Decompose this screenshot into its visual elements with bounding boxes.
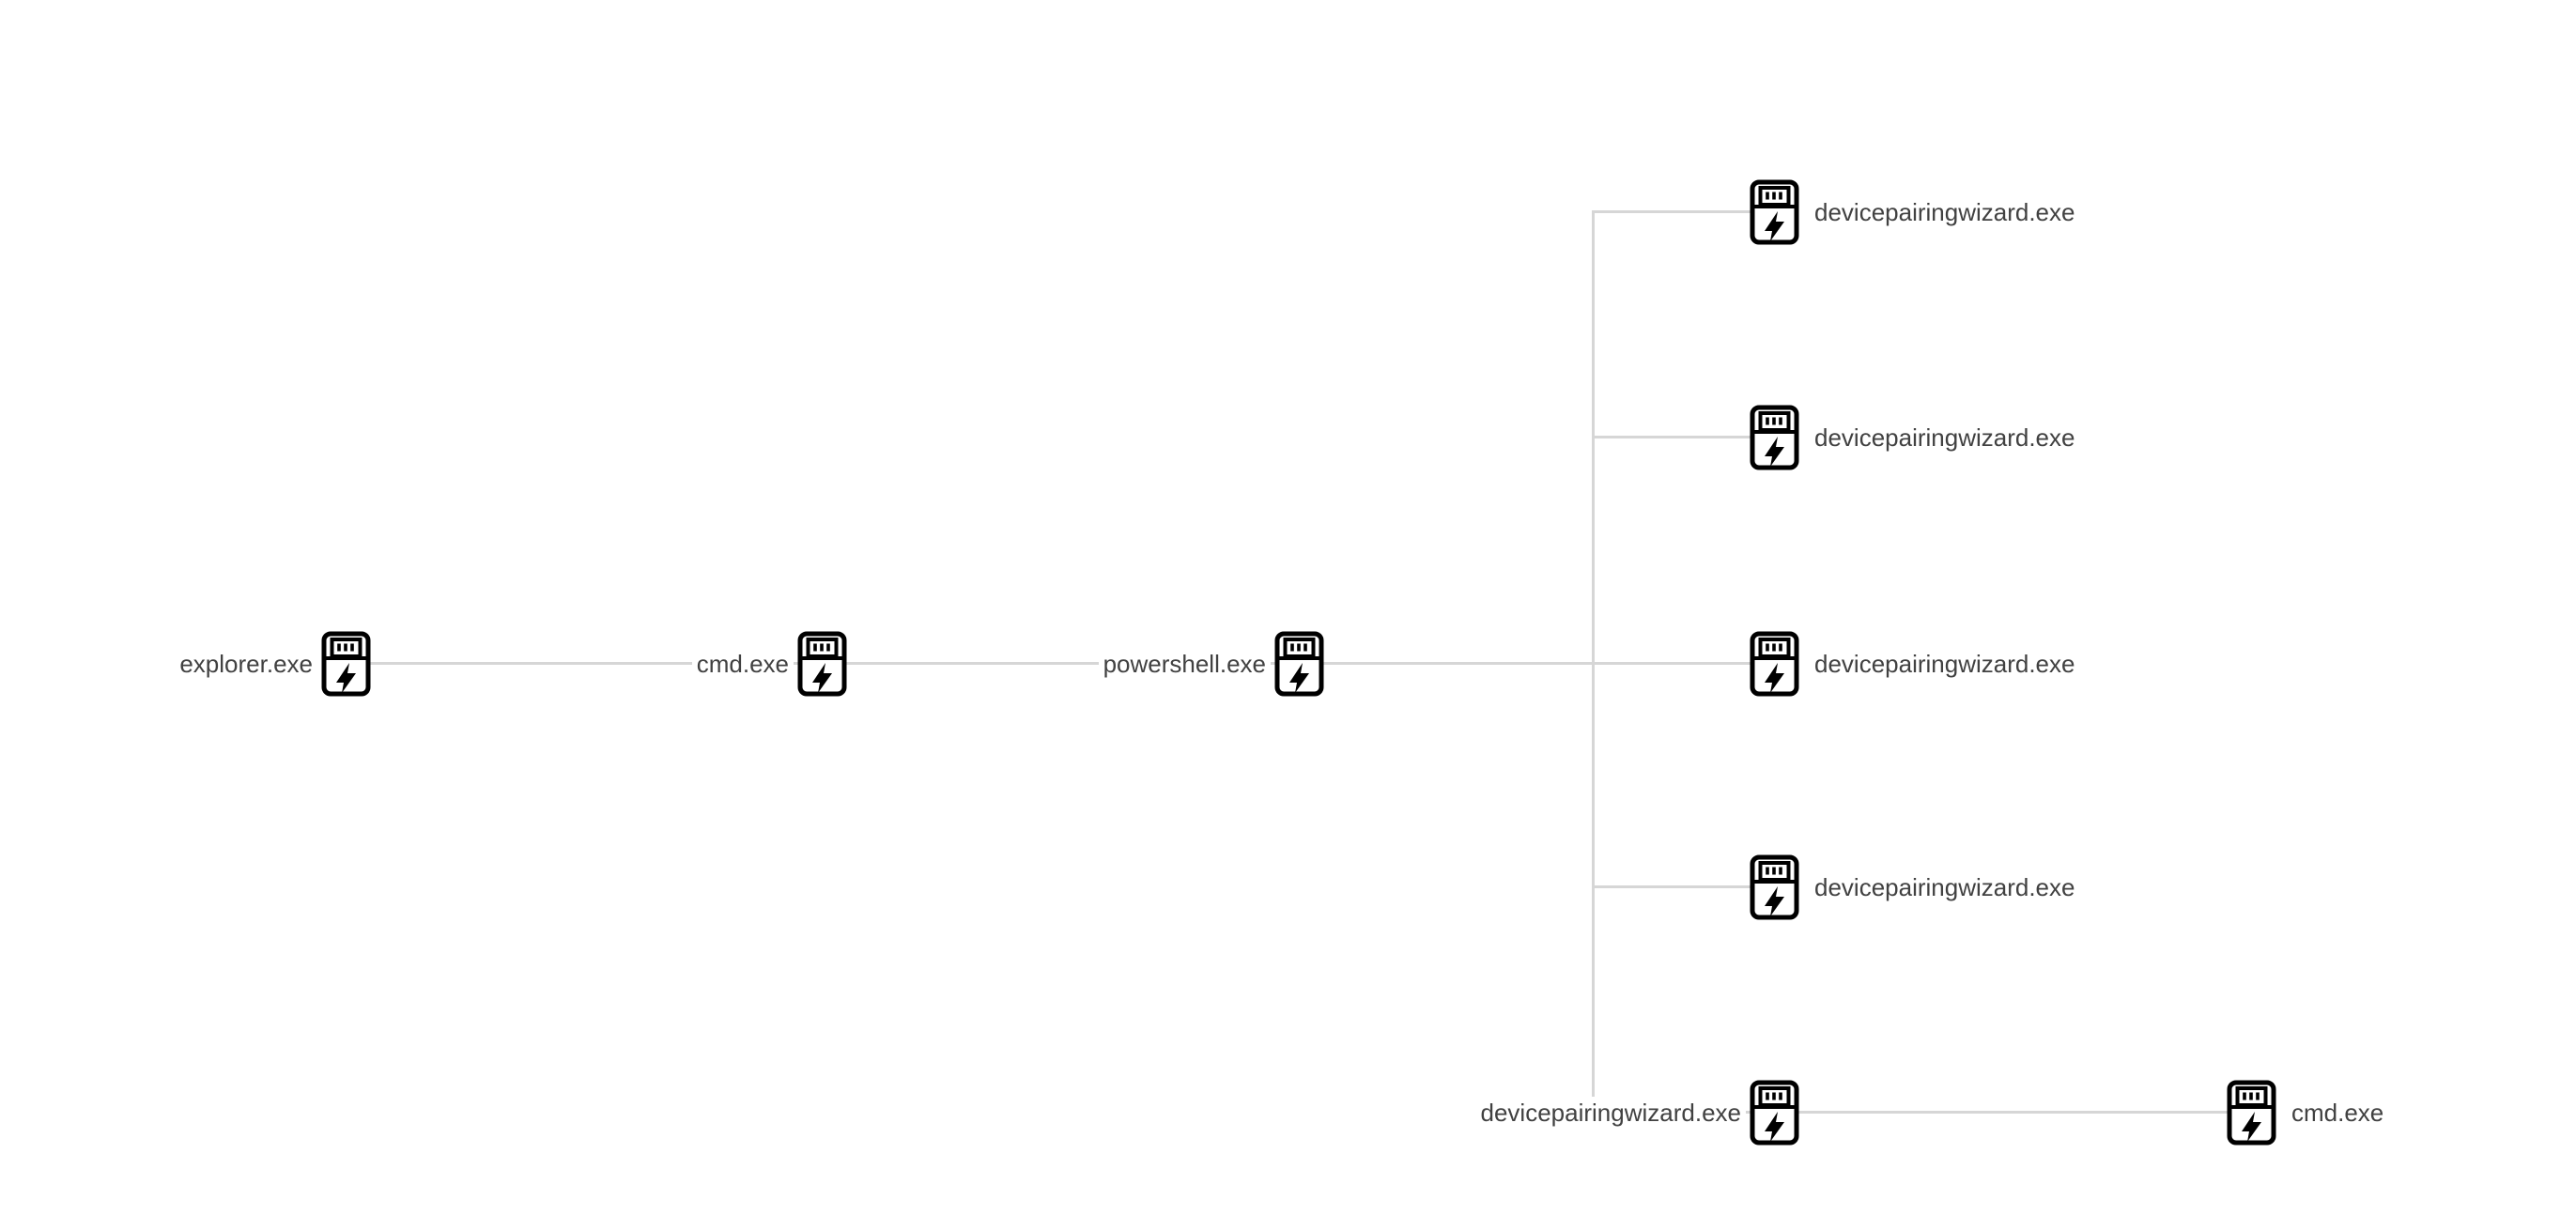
process-label: explorer.exe — [175, 648, 317, 680]
process-node-devicepairingwizard-2[interactable]: devicepairingwizard.exe — [1750, 405, 2080, 470]
process-lightning-icon[interactable] — [1274, 631, 1324, 697]
process-lightning-icon[interactable] — [1750, 1080, 1799, 1146]
process-label: powershell.exe — [1098, 648, 1271, 680]
process-lightning-icon[interactable] — [321, 631, 371, 697]
process-label: devicepairingwizard.exe — [1810, 648, 2080, 680]
process-node-explorer[interactable]: explorer.exe — [175, 631, 371, 697]
process-label: devicepairingwizard.exe — [1810, 871, 2080, 903]
edge-dpw5-to-cmd2 — [1775, 1111, 2252, 1114]
process-node-powershell[interactable]: powershell.exe — [1098, 631, 1324, 697]
edge-branch-child-2 — [1594, 436, 1775, 438]
process-node-devicepairingwizard-4[interactable]: devicepairingwizard.exe — [1750, 854, 2080, 920]
process-node-devicepairingwizard-1[interactable]: devicepairingwizard.exe — [1750, 179, 2080, 245]
edge-main-chain — [347, 662, 1775, 665]
process-node-devicepairingwizard-3[interactable]: devicepairingwizard.exe — [1750, 631, 2080, 697]
process-node-cmd-2[interactable]: cmd.exe — [2227, 1080, 2389, 1146]
edge-branch-child-1 — [1594, 210, 1775, 213]
edge-branch-child-4 — [1594, 885, 1775, 888]
process-lightning-icon[interactable] — [1750, 854, 1799, 920]
process-lightning-icon[interactable] — [1750, 405, 1799, 470]
process-label: devicepairingwizard.exe — [1475, 1097, 1746, 1129]
process-node-devicepairingwizard-5[interactable]: devicepairingwizard.exe — [1475, 1080, 1799, 1146]
process-node-cmd-1[interactable]: cmd.exe — [691, 631, 847, 697]
process-label: cmd.exe — [691, 648, 794, 680]
edge-children-trunk — [1592, 210, 1595, 1114]
process-lightning-icon[interactable] — [1750, 179, 1799, 245]
process-lightning-icon[interactable] — [2227, 1080, 2276, 1146]
process-lightning-icon[interactable] — [1750, 631, 1799, 697]
process-label: devicepairingwizard.exe — [1810, 196, 2080, 228]
process-lightning-icon[interactable] — [797, 631, 847, 697]
process-label: cmd.exe — [2287, 1097, 2389, 1129]
process-label: devicepairingwizard.exe — [1810, 422, 2080, 454]
